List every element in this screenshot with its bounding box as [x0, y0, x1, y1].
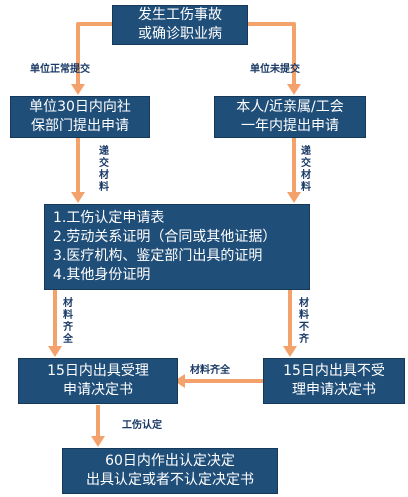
- node-self-submit: 本人/近亲属/工会 一年内提出申请: [214, 96, 366, 138]
- node-result-line-2: 出具认定或者不认定决定书: [86, 472, 254, 488]
- node-self-submit-line-1: 本人/近亲属/工会: [236, 99, 344, 115]
- arrow-start-to-self: [248, 22, 296, 84]
- arrowhead-reject: [283, 346, 297, 357]
- node-start: 发生工伤事故 或确诊职业病: [112, 5, 248, 45]
- node-employer-submit-line-1: 单位30日内向社: [29, 99, 131, 115]
- arrowhead-return: [174, 374, 185, 388]
- edge-label-submit-left: 递交材料: [99, 146, 109, 193]
- node-employer-submit-line-2: 保部门提出申请: [31, 118, 129, 134]
- node-reject-line-2: 理申请决定书: [292, 382, 376, 398]
- materials-item-2: 2.劳动关系证明（合同或其他证据）: [53, 229, 277, 245]
- edge-label-employer-not: 单位未提交: [250, 64, 300, 75]
- node-accept-line-1: 15日内出具受理: [47, 363, 149, 379]
- node-materials: 1.工伤认定申请表 2.劳动关系证明（合同或其他证据） 3.医疗机构、鉴定部门出…: [44, 204, 310, 290]
- node-accept-line-2: 申请决定书: [63, 382, 133, 398]
- materials-item-1: 1.工伤认定申请表: [53, 210, 165, 226]
- node-result: 60日内作出认定决定 出具认定或者不认定决定书: [62, 448, 278, 494]
- edge-label-submit-right: 递交材料: [301, 146, 311, 193]
- node-reject: 15日内出具不受 理申请决定书: [263, 358, 405, 404]
- edge-label-materials-incomplete: 材料不齐: [299, 298, 309, 345]
- materials-item-4: 4.其他身份证明: [53, 267, 151, 283]
- node-accept: 15日内出具受理 申请决定书: [18, 358, 178, 404]
- node-employer-submit: 单位30日内向社 保部门提出申请: [10, 96, 150, 138]
- node-self-submit-line-2: 一年内提出申请: [241, 118, 339, 134]
- arrow-start-to-employer: [76, 22, 112, 84]
- node-start-line-1: 发生工伤事故: [138, 7, 222, 23]
- materials-item-3: 3.医疗机构、鉴定部门出具的证明: [53, 248, 263, 264]
- arrowhead-result: [91, 436, 105, 447]
- arrowhead-self: [287, 84, 301, 95]
- edge-label-materials-complete: 材料齐全: [63, 298, 73, 345]
- node-reject-line-1: 15日内出具不受: [283, 363, 385, 379]
- node-start-line-2: 或确诊职业病: [138, 26, 222, 42]
- arrowhead-accept: [48, 346, 62, 357]
- arrowhead-employer: [71, 84, 85, 95]
- arrowhead-materials-left: [71, 192, 85, 203]
- edge-label-injury-recognition: 工伤认定: [122, 420, 162, 431]
- edge-label-employer-normal: 单位正常提交: [30, 64, 90, 75]
- edge-label-materials-complete-return: 材料齐全: [190, 365, 230, 376]
- arrowhead-materials-right: [287, 192, 301, 203]
- node-result-line-1: 60日内作出认定决定: [105, 453, 235, 469]
